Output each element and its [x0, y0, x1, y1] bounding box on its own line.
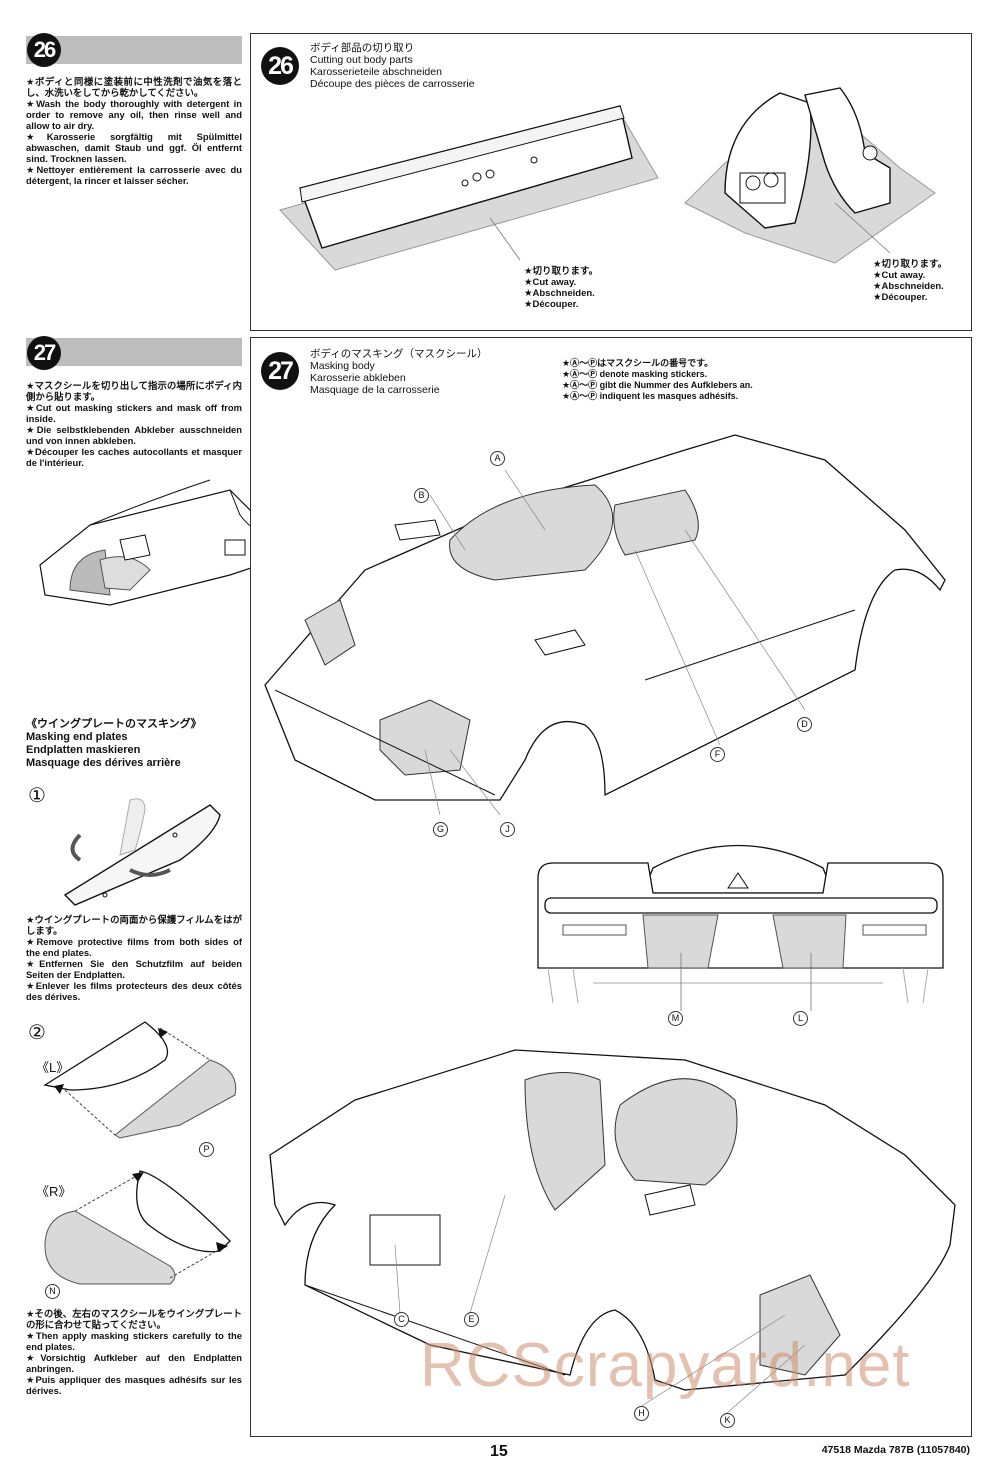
- cut-note-en: ★Cut away.: [873, 270, 926, 281]
- step1-en: ★Remove protective films from both sides…: [26, 936, 242, 958]
- left-end-plate-illustration: [43, 1021, 237, 1139]
- step26-text-fr: ★Nettoyer entièrement la carrosserie ave…: [26, 164, 242, 186]
- step27-text-ja: ★マスクシールを切り出して指示の場所にボディ内側から貼ります。: [26, 380, 242, 402]
- step26-header-bar: [26, 36, 242, 64]
- rear-wing-part-illustration: [279, 105, 659, 271]
- sticker-label-d: D: [797, 717, 812, 732]
- cut-note-fr: ★Découper.: [873, 292, 928, 303]
- title-fr: Masquage de la carrosserie: [310, 384, 440, 396]
- title-fr: Découpe des pièces de carrosserie: [310, 78, 475, 90]
- heading-fr: Masquage des dérives arrière: [26, 757, 181, 769]
- cut-note-en: ★Cut away.: [524, 277, 577, 288]
- legend-en: ★Ⓐ～Ⓟ denote masking stickers.: [562, 369, 708, 379]
- hand-masking-illustration: [39, 479, 281, 606]
- right-end-plate-illustration: [44, 1170, 231, 1285]
- sticker-label-f: F: [710, 747, 725, 762]
- title-de: Karosserieteile abschneiden: [310, 66, 442, 78]
- body-front-three-quarter-view: [264, 434, 946, 816]
- step26-number-badge: 26: [27, 33, 61, 67]
- title-ja: ボディのマスキング（マスクシール）: [310, 348, 488, 360]
- legend-de: ★Ⓐ～Ⓟ gibt die Nummer des Aufklebers an.: [562, 380, 753, 390]
- cut-note-ja: ★切り取ります。: [524, 266, 599, 277]
- sticker-label-k: K: [720, 1413, 735, 1428]
- model-info: 47518 Mazda 787B (11057840): [821, 1444, 970, 1456]
- cut-note-de: ★Abschneiden.: [524, 288, 595, 299]
- sticker-label-j: J: [500, 822, 515, 837]
- cut-note-de: ★Abschneiden.: [873, 281, 944, 292]
- sticker-label-b: B: [414, 488, 429, 503]
- step27-panel-badge: 27: [261, 352, 299, 390]
- sticker-label-c: C: [394, 1312, 409, 1327]
- sticker-label-e: E: [464, 1312, 479, 1327]
- step26-cut-note-left: ★切り取ります。 ★Cut away. ★Abschneiden. ★Décou…: [524, 266, 598, 310]
- end-plate-step2-number: ②: [28, 1022, 46, 1044]
- end-plate-peel-illustration: [63, 798, 221, 906]
- final-fr: ★Puis appliquer des masques adhésifs sur…: [26, 1374, 242, 1396]
- step26-instructions: ★ボディと同様に塗装前に中性洗剤で油気を落とし、水洗いをしてから乾かしてください…: [26, 76, 242, 186]
- title-en: Cutting out body parts: [310, 54, 413, 66]
- step27-panel-title: ボディのマスキング（マスクシール） Masking body Karosseri…: [310, 348, 487, 396]
- left-end-plate-tag: 《L》: [36, 1060, 70, 1075]
- step1-de: ★Entfernen Sie den Schutzfilm auf beiden…: [26, 958, 242, 980]
- sticker-label-h: H: [634, 1406, 649, 1421]
- final-ja: ★その後、左右のマスクシールをウイングプレートの形に合わせて貼ってください。: [26, 1308, 242, 1330]
- step26-panel-title: ボディ部品の切り取り Cutting out body parts Kaross…: [310, 42, 475, 90]
- body-rear-three-quarter-view: [269, 1049, 956, 1414]
- final-en: ★Then apply masking stickers carefully t…: [26, 1330, 242, 1352]
- step27-text-fr: ★Découper les caches autocollants et mas…: [26, 446, 242, 468]
- sticker-label-l: L: [793, 1011, 808, 1026]
- sticker-label-a: A: [490, 451, 505, 466]
- watermark: RCScrapyard.net: [420, 1331, 911, 1400]
- step26-text-ja: ★ボディと同様に塗装前に中性洗剤で油気を落とし、水洗いをしてから乾かしてください…: [26, 76, 242, 98]
- title-ja: ボディ部品の切り取り: [310, 42, 415, 54]
- end-plates-heading: 《ウイングプレートのマスキング》 Masking end plates Endp…: [26, 718, 202, 770]
- step1-fr: ★Enlever les films protecteurs des deux …: [26, 980, 242, 1002]
- sticker-label-n: N: [45, 1284, 60, 1299]
- end-plate-step1-number: ①: [28, 785, 46, 807]
- heading-en: Masking end plates: [26, 731, 128, 743]
- title-de: Karosserie abkleben: [310, 372, 406, 384]
- sticker-legend-note: ★Ⓐ～Ⓟはマスクシールの番号です。 ★Ⓐ～Ⓟ denote masking st…: [562, 358, 753, 402]
- step27-text-en: ★Cut out masking stickers and mask off f…: [26, 402, 242, 424]
- canopy-part-illustration: [684, 87, 936, 264]
- step26-text-de: ★Karosserie sorgfältig mit Spülmittel ab…: [26, 131, 242, 164]
- heading-de: Endplatten maskieren: [26, 744, 141, 756]
- step26-cut-note-right: ★切り取ります。 ★Cut away. ★Abschneiden. ★Décou…: [873, 259, 947, 303]
- step27-instructions: ★マスクシールを切り出して指示の場所にボディ内側から貼ります。 ★Cut out…: [26, 380, 242, 468]
- page-number: 15: [490, 1443, 508, 1460]
- sticker-label-p: P: [199, 1142, 214, 1157]
- end-plate-final-text: ★その後、左右のマスクシールをウイングプレートの形に合わせて貼ってください。 ★…: [26, 1308, 242, 1396]
- legend-ja: ★Ⓐ～Ⓟはマスクシールの番号です。: [562, 358, 714, 368]
- step26-panel-badge: 26: [261, 47, 299, 85]
- body-rear-view: [537, 844, 944, 1011]
- cut-note-ja: ★切り取ります。: [873, 259, 948, 270]
- heading-ja: 《ウイングプレートのマスキング》: [26, 718, 202, 730]
- step1-ja: ★ウイングプレートの両面から保護フィルムをはがします。: [26, 914, 242, 936]
- step26-text-en: ★Wash the body thoroughly with detergent…: [26, 98, 242, 131]
- step27-number-badge: 27: [27, 336, 61, 370]
- final-de: ★Vorsichtig Aufkleber auf den Endplatten…: [26, 1352, 242, 1374]
- right-end-plate-tag: 《R》: [36, 1184, 72, 1199]
- step27-header-bar: [26, 338, 242, 366]
- step27-text-de: ★Die selbstklebenden Abkleber ausschneid…: [26, 424, 242, 446]
- end-plate-step1-text: ★ウイングプレートの両面から保護フィルムをはがします。 ★Remove prot…: [26, 914, 242, 1002]
- sticker-label-g: G: [433, 822, 448, 837]
- legend-fr: ★Ⓐ～Ⓟ indiquent les masques adhésifs.: [562, 391, 739, 401]
- cut-note-fr: ★Découper.: [524, 299, 579, 310]
- title-en: Masking body: [310, 360, 375, 372]
- sticker-label-m: M: [668, 1011, 683, 1026]
